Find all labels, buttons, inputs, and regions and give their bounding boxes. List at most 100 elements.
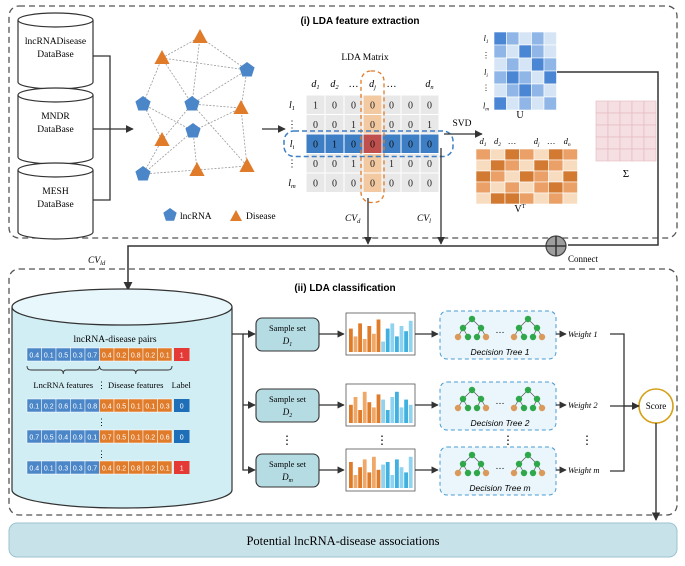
sigma-cell [595, 100, 609, 114]
matrix-value: 0 [389, 139, 394, 150]
tree-node [473, 469, 481, 477]
tree-node [524, 451, 532, 459]
vt-col-header: dn [564, 136, 571, 148]
bootstrap-bar-panel [345, 448, 416, 492]
u-cell [543, 96, 557, 111]
sample-set-subscript: D2 [282, 407, 293, 419]
matrix-value: 1 [351, 120, 356, 131]
lncrna-feature-value: 0.1 [44, 352, 54, 359]
vt-cell [475, 181, 491, 194]
sample-set-subscript: D1 [282, 336, 293, 348]
weight-label: Weight 1 [568, 329, 598, 339]
u-matrix: l1⋮li⋮lm [482, 31, 557, 113]
disease-node [154, 50, 170, 64]
bootstrap-bar [390, 323, 395, 352]
lncrna-feature-value: 0.2 [44, 403, 54, 410]
matrix-value: 0 [427, 100, 432, 111]
vt-col-header: d2 [494, 136, 501, 148]
sigma-cell [607, 100, 621, 114]
sigma-cell [643, 148, 657, 162]
vt-cell [519, 170, 535, 183]
connect-label: Connect [568, 254, 598, 264]
bootstrap-bar [372, 333, 376, 352]
tree-node [477, 460, 485, 468]
matrix-value: 1 [389, 159, 394, 170]
disease-feature-cell [157, 347, 173, 362]
sigma-cell [631, 100, 645, 114]
matrix-value: 0 [370, 120, 375, 131]
cvld-label: CVld [88, 256, 106, 267]
network-edge [142, 130, 194, 175]
u-cell [506, 83, 520, 98]
lncrna-feature-value: 0.1 [44, 465, 54, 472]
matrix-row-header: lm [288, 178, 296, 190]
disease-feature-value: 0.4 [102, 465, 112, 472]
tree-node [529, 469, 537, 477]
disease-feature-value: 0.4 [102, 352, 112, 359]
sigma-cell [631, 112, 645, 126]
decision-tree-label: Decision Tree 2 [471, 418, 530, 428]
network-edge [161, 57, 248, 71]
tree-node [515, 460, 523, 468]
svd-label: SVD [452, 119, 471, 129]
network-edge [240, 107, 248, 167]
u-cell [531, 70, 545, 85]
disease-feature-value: 0.6 [160, 434, 170, 441]
label-value: 1 [180, 465, 184, 472]
network-legend: lncRNA Disease [163, 208, 276, 222]
weight1-to-score [610, 333, 640, 410]
lncrna-feature-value: 0.7 [87, 352, 97, 359]
bootstrap-bar [399, 326, 404, 352]
sample-split-connector [232, 330, 256, 474]
u-cell [531, 44, 545, 59]
tree-node [524, 386, 532, 394]
label-value: 1 [180, 352, 184, 359]
sigma-cell [619, 112, 633, 126]
bootstrap-bar [408, 320, 413, 352]
matrix-row-header: ⋮ [287, 119, 297, 130]
sigma-cell [643, 112, 657, 126]
bootstrap-bar-panel [345, 312, 416, 356]
u-cell [493, 96, 507, 111]
bootstrap-bar [367, 326, 372, 352]
u-cell [506, 70, 520, 85]
label-cell [174, 461, 190, 474]
vt-cell [475, 159, 491, 172]
database-label: DataBase [37, 50, 73, 60]
sigma-cell [631, 148, 645, 162]
matrix-value: 1 [313, 100, 318, 111]
sigma-cell [607, 124, 621, 138]
vt-cell [490, 181, 506, 194]
bootstrap-bar [404, 331, 408, 352]
tree-node [529, 404, 537, 412]
bootstrap-bar [362, 339, 367, 352]
matrix-value: 0 [351, 178, 356, 189]
weight-label: Weight 2 [568, 400, 598, 410]
sigma-cell [619, 136, 633, 150]
tree-node [520, 469, 528, 477]
matrix-value: 0 [408, 120, 413, 131]
disease-feature-value: 0.3 [160, 403, 170, 410]
network-edge [161, 103, 193, 141]
lncrna-feature-value: 0.6 [58, 403, 68, 410]
label-value: 0 [180, 434, 184, 441]
column-highlight [360, 70, 385, 204]
tree-node [510, 333, 518, 341]
matrix-value: 0 [313, 139, 318, 150]
vt-cell [548, 159, 564, 172]
sigma-cell [595, 124, 609, 138]
vt-cell [519, 159, 535, 172]
lncrna-feature-value: 0.1 [87, 434, 97, 441]
tree-node [454, 469, 462, 477]
tree-node [468, 315, 476, 323]
matrix-value: 0 [313, 120, 318, 131]
vt-cell [562, 181, 578, 194]
disease-feature-value: 0.7 [102, 434, 112, 441]
bootstrap-bar [404, 472, 408, 488]
matrix-value: 0 [389, 100, 394, 111]
